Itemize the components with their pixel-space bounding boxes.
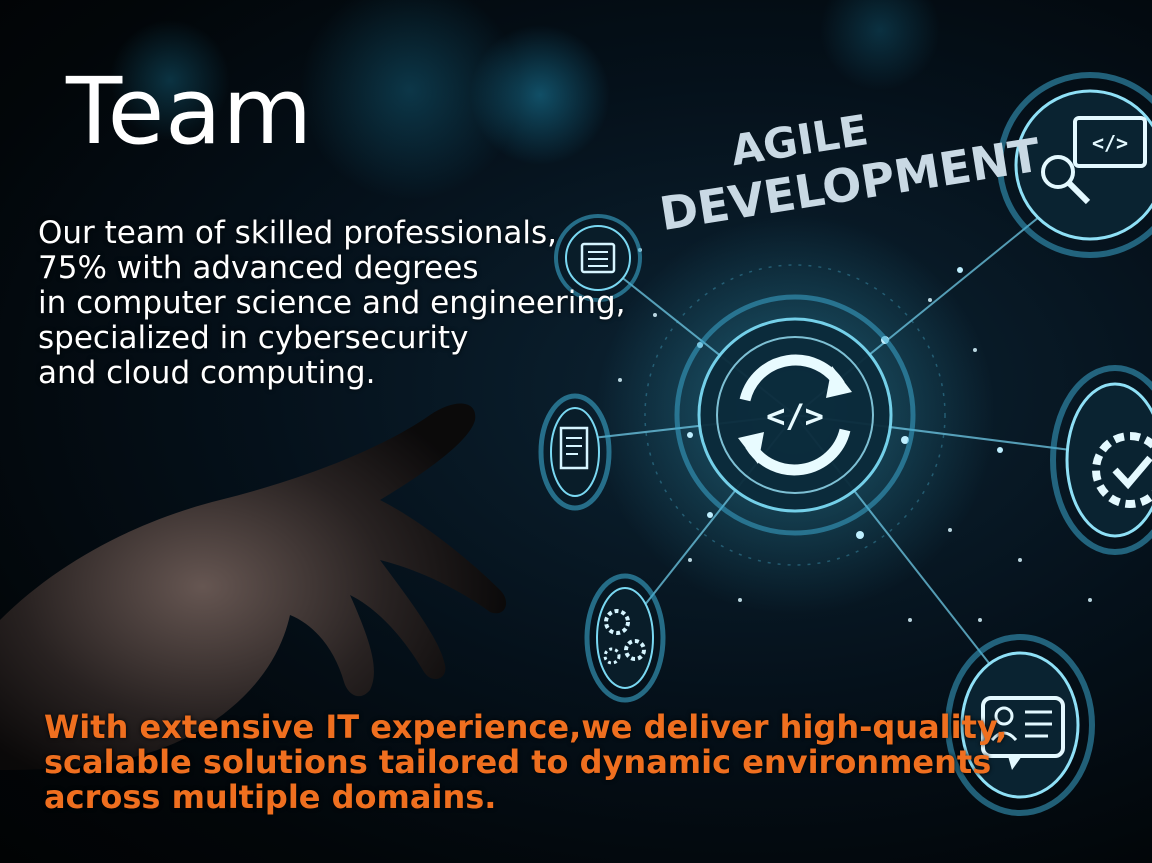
id-card-icon	[945, 634, 1095, 816]
gear-check-icon	[1050, 365, 1152, 555]
gears-icon	[584, 573, 666, 703]
code-search-icon: </>	[997, 72, 1152, 258]
pointing-hand-image	[0, 403, 507, 770]
sync-code-icon: </>	[644, 264, 946, 566]
page-title: Team	[66, 58, 314, 165]
intro-line: 75% with advanced degrees	[38, 250, 479, 286]
closing-line: across multiple domains.	[44, 778, 497, 816]
closing-line: scalable solutions tailored to dynamic e…	[44, 743, 992, 781]
intro-line: and cloud computing.	[38, 355, 376, 391]
svg-text:</>: </>	[1092, 131, 1128, 155]
closing-line: With extensive IT experience,we deliver …	[44, 708, 1008, 746]
closing-paragraph: With extensive IT experience,we deliver …	[44, 708, 1008, 816]
agile-development-headline: AGILE DEVELOPMENT	[656, 105, 1045, 241]
intro-line: in computer science and engineering,	[38, 285, 626, 321]
intro-paragraph: Our team of skilled professionals, 75% w…	[38, 216, 698, 391]
svg-text:</>: </>	[766, 397, 824, 435]
user-list-icon	[554, 214, 642, 302]
document-edit-icon	[538, 393, 612, 511]
intro-line: specialized in cybersecurity	[38, 320, 469, 356]
intro-line: Our team of skilled professionals,	[38, 215, 558, 251]
